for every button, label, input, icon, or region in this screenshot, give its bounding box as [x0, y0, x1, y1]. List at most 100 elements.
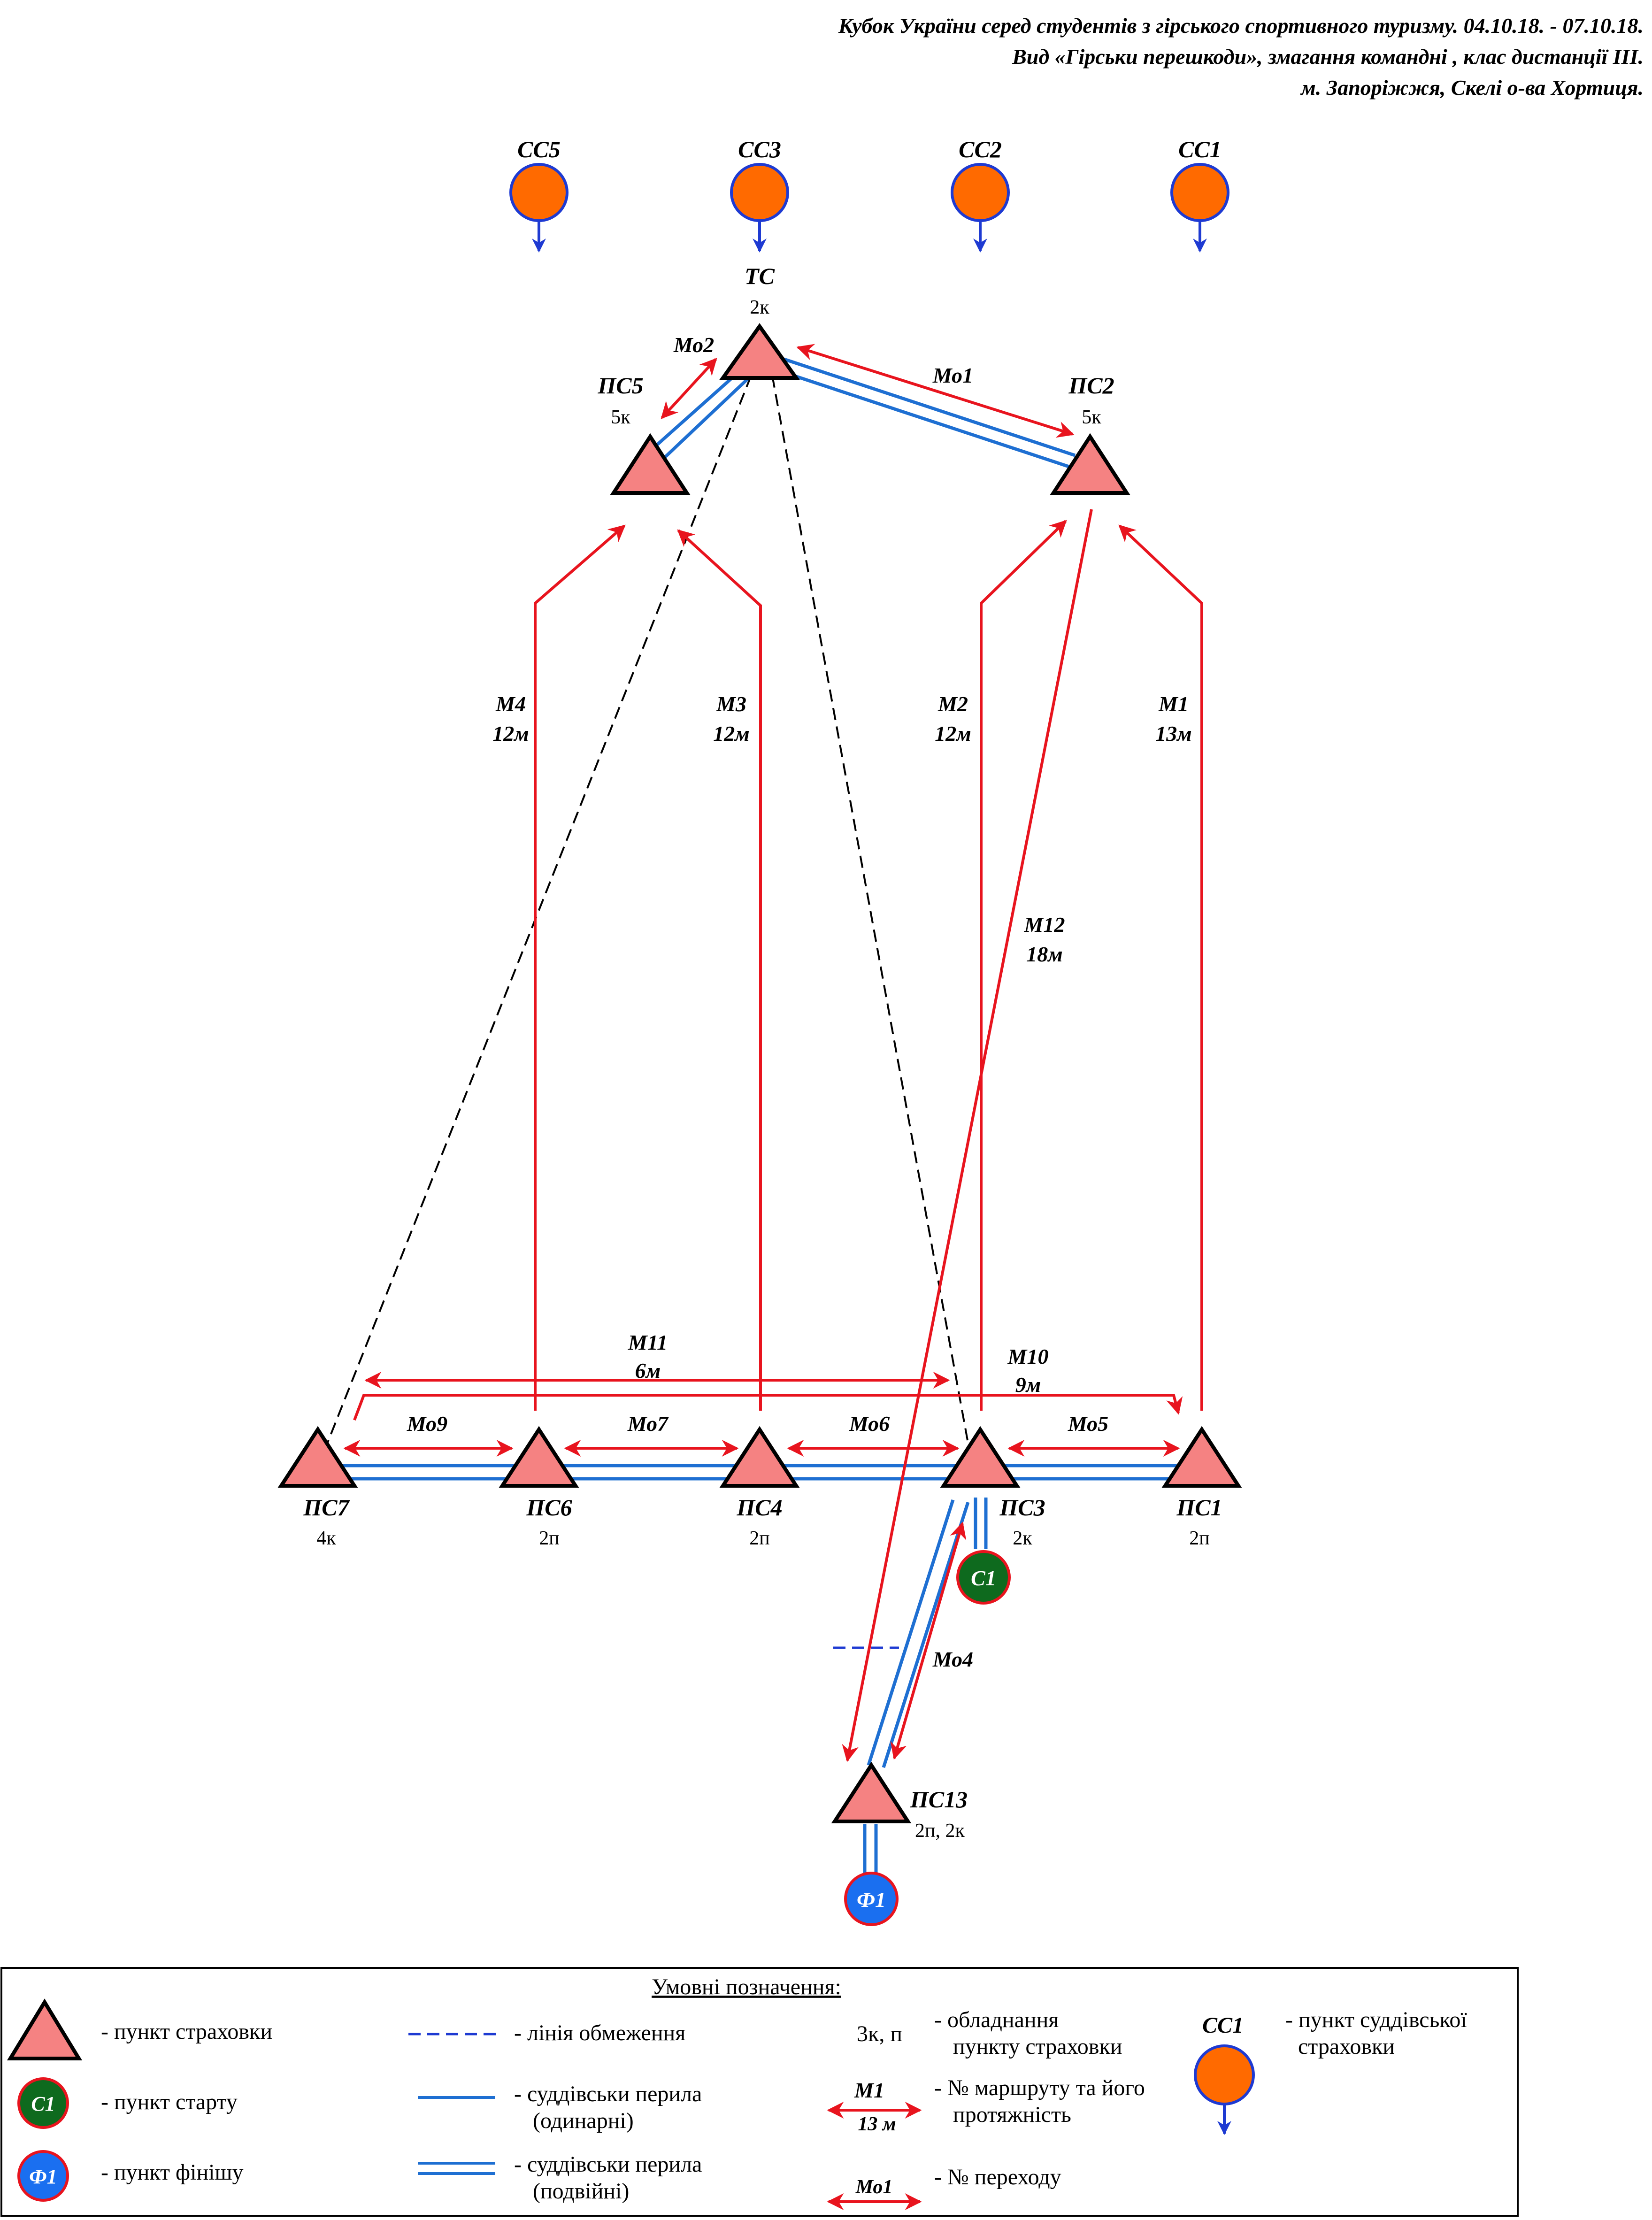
limit-lines [325, 375, 970, 1451]
legend-double-rail-text: - суддівськи перила [514, 2152, 702, 2177]
route-name-m1: М1 [1158, 692, 1189, 716]
legend-equip-text-2: пункту страховки [953, 2034, 1122, 2059]
judge-point-label: СС2 [959, 136, 1002, 162]
legend: Умовні позначення: - пункт страховки С1 … [0, 1967, 1519, 2217]
route-name-m10: М10 [1007, 1344, 1049, 1368]
judge-rails [329, 357, 1221, 1873]
legend-crossing-name: Мо1 [855, 2176, 893, 2198]
point-equip-ps7: 4к [316, 1528, 336, 1549]
start-point: С1 [956, 1550, 1011, 1605]
limit-line-tc-ps3 [771, 375, 970, 1451]
belay-point-ps13 [831, 1761, 912, 1823]
route-m10-path [353, 1394, 1183, 1421]
belay-point-ps3 [940, 1426, 1021, 1488]
route-m4-path [534, 524, 626, 1411]
route-name-m12: М12 [1024, 913, 1065, 937]
legend-route-name: М1 [854, 2078, 884, 2102]
crossing-mo2-arrow [661, 358, 717, 419]
point-label-ps2: ПС2 [1068, 372, 1114, 399]
crossing-label-mo2: Мо2 [673, 333, 714, 357]
crossing-label-mo7: Мо7 [627, 1412, 669, 1436]
rail-tc-ps2 [783, 357, 1076, 457]
route-name-m4: М4 [495, 692, 526, 716]
route-name-m2: М2 [937, 692, 968, 716]
crossing-label-mo4: Мо4 [932, 1647, 973, 1671]
point-label-ps1: ПС1 [1176, 1494, 1222, 1521]
route-length-m10: 9м [1015, 1373, 1041, 1397]
legend-point-icon [7, 1998, 83, 2060]
route-m3-path [677, 529, 762, 1411]
route-length-m4: 12м [492, 722, 529, 745]
route-length-m1: 13м [1155, 722, 1192, 745]
point-equip-ps13: 2п, 2к [915, 1820, 965, 1842]
point-label-ps5: ПС5 [597, 372, 643, 399]
crossing-label-mo5: Мо5 [1068, 1412, 1108, 1436]
legend-limit-line-text: - лінія обмеження [514, 2020, 685, 2045]
legend-finish-icon-label: Ф1 [29, 2165, 57, 2188]
point-label-ps3: ПС3 [999, 1494, 1045, 1521]
crossing-label-mo1: Мо1 [932, 363, 973, 387]
judge-point-label: СС5 [517, 136, 561, 162]
legend-judge-text-2: страховки [1298, 2034, 1395, 2059]
legend-route-text: - № маршруту та його [934, 2075, 1145, 2100]
legend-double-rail-text-2: (подвійні) [533, 2179, 629, 2204]
legend-judge-text: - пункт суддівської [1285, 2007, 1467, 2032]
crossing-labels: Мо1 Мо2 Мо4 Мо5 Мо6 Мо7 Мо9 [407, 333, 1108, 1671]
route-m1-path [1118, 524, 1203, 1411]
crossing-mo1-arrow [796, 344, 1075, 438]
route-m12-path [842, 509, 1093, 1762]
point-label-tc: ТС [745, 263, 775, 289]
rail-ps3-ps13 [882, 1501, 970, 1768]
routes [343, 344, 1203, 1762]
point-label-ps13: ПС13 [910, 1786, 968, 1813]
crossing-label-mo6: Мо6 [849, 1412, 890, 1436]
legend-route-length: 13 м [858, 2113, 896, 2135]
judge-point-cc2: СС2 [951, 136, 1010, 253]
belay-point-ps2 [1050, 433, 1130, 495]
belay-point-ps5 [610, 433, 691, 495]
legend-judge-icon [1194, 2044, 1255, 2105]
legend-judge-label: СС1 [1202, 2013, 1244, 2038]
legend-finish-text: - пункт фінішу [101, 2160, 243, 2185]
judge-point-cc3: СС3 [730, 136, 789, 253]
rail-ps3-ps13 [867, 1499, 955, 1766]
legend-single-rail-text-2: (одинарні) [533, 2108, 634, 2133]
finish-point: Ф1 [844, 1872, 899, 1926]
point-equip-ps5: 5к [611, 407, 630, 428]
legend-crossing-text: - № переходу [934, 2165, 1061, 2189]
route-length-m2: 12м [935, 722, 971, 745]
judge-point-label: СС1 [1178, 136, 1222, 162]
point-equip-ps6: 2п [539, 1528, 559, 1549]
legend-single-rail-text: - суддівськи перила [514, 2082, 702, 2106]
route-length-m12: 18м [1026, 942, 1063, 966]
route-length-m3: 12м [713, 722, 750, 745]
route-name-m11: М11 [628, 1330, 668, 1354]
point-label-ps4: ПС4 [736, 1494, 782, 1521]
legend-route-text-2: протяжність [953, 2102, 1071, 2127]
point-equip-tc: 2к [750, 297, 769, 318]
legend-equip-text: - обладнання [934, 2007, 1059, 2032]
legend-equip-sample: 3к, п [857, 2021, 902, 2046]
legend-start-icon-label: С1 [31, 2092, 55, 2115]
point-equip-ps2: 5к [1082, 407, 1101, 428]
belay-point-labels: ТС 2к ПС5 5к ПС2 5к ПС7 4к ПС6 2п ПС4 2п… [303, 263, 1222, 1842]
header-location-line: м. Запоріжжя, Скелі о-ва Хортиця. [1301, 76, 1644, 100]
finish-label: Ф1 [857, 1888, 886, 1912]
crossing-mo4-arrow [890, 1521, 967, 1760]
route-m2-path [980, 520, 1067, 1411]
point-label-ps7: ПС7 [303, 1494, 350, 1521]
belay-point-tc [719, 323, 800, 380]
point-label-ps6: ПС6 [526, 1494, 572, 1521]
point-equip-ps4: 2п [749, 1528, 769, 1549]
belay-point-ps4 [719, 1426, 800, 1488]
legend-finish-icon [17, 2150, 69, 2202]
judge-point-label: СС3 [738, 136, 781, 162]
header-title-line: Кубок України серед студентів з гірськог… [838, 14, 1644, 38]
rail-tc-ps5 [661, 376, 750, 461]
belay-point-ps1 [1161, 1426, 1242, 1488]
header-event-line: Вид «Гірськи перешкоди», змагання команд… [1012, 45, 1644, 69]
belay-points [277, 323, 1242, 1823]
point-equip-ps1: 2п [1189, 1528, 1209, 1549]
crossing-label-mo9: Мо9 [407, 1412, 447, 1436]
